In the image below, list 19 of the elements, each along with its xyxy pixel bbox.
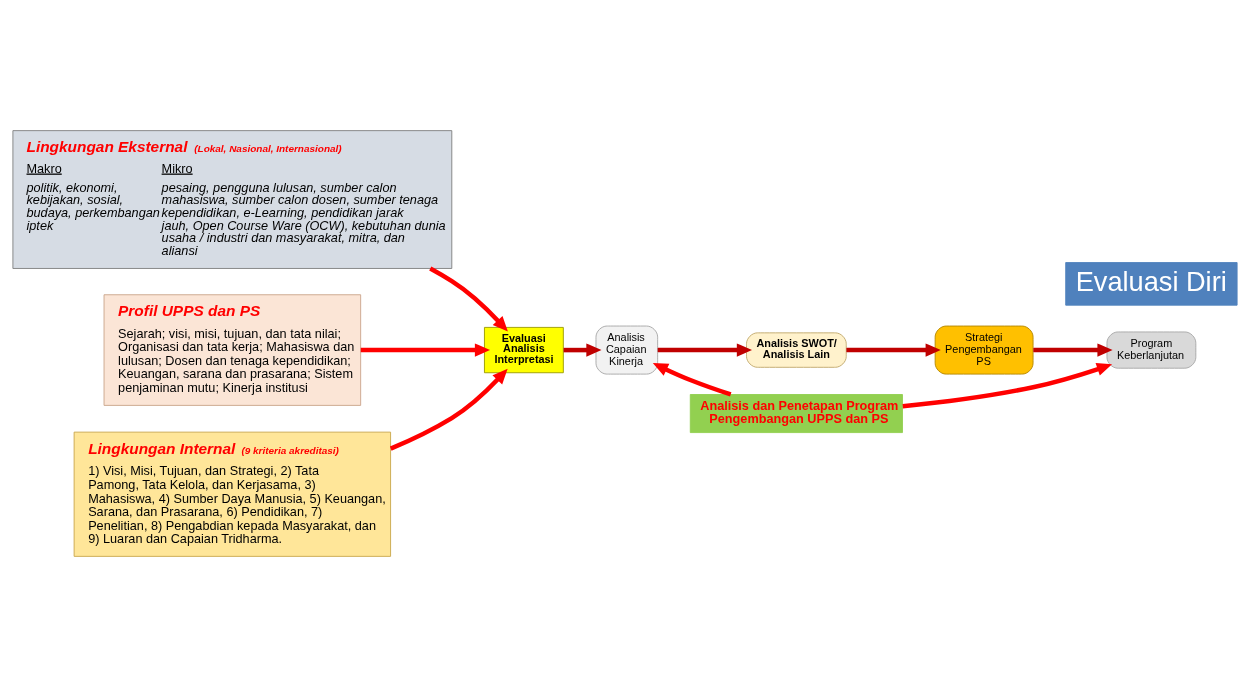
node-box: Analisis SWOT/ Analisis Lain — [746, 331, 847, 368]
node-box: Evaluasi Analisis Interpretasi — [484, 326, 564, 373]
arrow — [846, 342, 941, 357]
arrow — [563, 342, 602, 357]
arrow — [652, 362, 732, 397]
arrow — [902, 362, 1113, 408]
node-box: Lingkungan Internal (9 kriteria akreditasi) 1) Visi, Misi, Tujuan, dan Strategi, 2) Tata Pamong, Tata Kelola, dan Kerjasama, 3) Mahasiswa, 4) Sumber Daya Manusia, 5) Keuangan, Sarana, dan Prasarana, 6) Pendidikan, 7) Penelitian, 8) Pengabdian kepada Masyarakat, dan 9) Luaran dan Capaian Tridharma. — [73, 431, 392, 557]
node-box: Analisis dan Penetapan Program Pengembangan UPPS dan PS — [689, 393, 903, 433]
arrow — [1033, 342, 1113, 357]
arrow — [360, 342, 491, 357]
arrow — [429, 266, 508, 332]
node-box: Lingkungan Eksternal (Lokal, Nasional, Internasional) Makro Mikro politik, ekonomi, kebijakan, sosial, budaya, perkembangan iptek pesaing, pengguna lulusan, sumber calon mahasiswa, sumber calon dosen, sumber tenaga kependidikan, e-Learning, pendidikan jarak jauh, Open Course Ware (OCW), kebutuhan dunia usaha / industri dan masyarakat, mitra, dan aliansi — [12, 129, 453, 269]
node-box: Program Keberlanjutan — [1106, 331, 1197, 369]
node-box: Strategi Pengembangan PS — [934, 325, 1034, 375]
node-box: Evaluasi Diri — [1065, 261, 1238, 306]
arrow — [389, 368, 508, 451]
node-box: Profil UPPS dan PS Sejarah; visi, misi, tujuan, dan tata nilai; Organisasi dan tata kerja; Mahasiswa dan lulusan; Dosen dan tenaga kependidikan; Keuangan, sarana dan prasarana; Sistem penjaminan mutu; Kinerja institusi — [103, 293, 362, 406]
arrow — [657, 342, 752, 357]
node-box: Analisis Capaian Kinerja — [595, 325, 659, 375]
